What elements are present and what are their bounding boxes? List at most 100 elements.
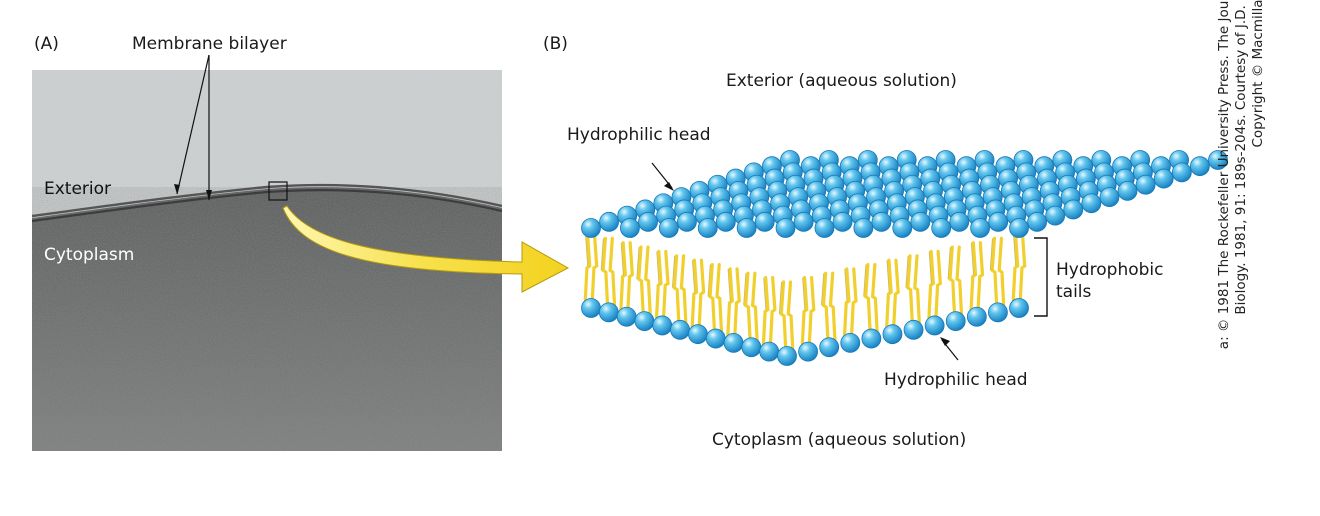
hydrophobic-tail bbox=[753, 307, 759, 341]
hydrophobic-tail bbox=[627, 241, 634, 279]
hydrophobic-tail bbox=[969, 277, 975, 311]
hydrophilic-head bbox=[819, 337, 840, 358]
hydrophobic-tail bbox=[849, 303, 855, 337]
hydrophilic-head bbox=[832, 211, 853, 232]
tail-shade bbox=[671, 255, 675, 288]
hydrophobic-tail bbox=[619, 277, 625, 311]
hydrophobic-tail bbox=[715, 262, 722, 301]
tail-shade bbox=[886, 260, 890, 293]
hydrophobic-tail bbox=[807, 312, 813, 346]
tail-shade bbox=[600, 238, 604, 271]
hydrophobic-tail bbox=[802, 276, 809, 314]
hydrophobic-tail bbox=[604, 272, 610, 306]
tails-bracket bbox=[1034, 237, 1048, 317]
hydrophilic-head bbox=[638, 211, 658, 232]
hydrophobic-tail bbox=[585, 232, 592, 270]
hydrophilic-head bbox=[988, 302, 1008, 323]
hydrophilic-head bbox=[777, 346, 797, 366]
hydrophobic-tail bbox=[955, 245, 962, 283]
hydrophobic-tail bbox=[647, 281, 652, 315]
hydrophilic-head bbox=[705, 328, 726, 349]
hydrophilic-head bbox=[924, 315, 945, 336]
hydrophobic-tail bbox=[978, 241, 985, 279]
hydrophobic-tail bbox=[637, 245, 644, 283]
top-heads-layer bbox=[581, 150, 1228, 238]
hydrophobic-tail bbox=[864, 262, 871, 301]
hydrophilic-head bbox=[945, 311, 966, 331]
hydrophobic-tail bbox=[727, 267, 734, 305]
hydrophobic-tail bbox=[751, 271, 758, 309]
exterior-aqueous-label: Exterior (aqueous solution) bbox=[726, 71, 957, 91]
hydrophilic-head bbox=[736, 218, 757, 238]
hydrophobic-tail bbox=[951, 281, 957, 315]
hydrophilic-head bbox=[840, 333, 861, 353]
hydrophilic-head bbox=[1190, 156, 1210, 177]
hydrophilic-head bbox=[599, 211, 619, 232]
hydrophilic-head bbox=[793, 211, 814, 232]
hydrophilic-head bbox=[871, 211, 892, 232]
hydrophobic-tail bbox=[779, 280, 786, 318]
callout-arrowhead-left bbox=[174, 184, 180, 194]
hydrophobic-tail bbox=[906, 254, 913, 292]
hydrophobic-tail bbox=[909, 290, 914, 324]
tail-shade bbox=[863, 264, 867, 297]
hydrophilic-head bbox=[1099, 187, 1120, 207]
head-bottom-pointer-tip bbox=[940, 337, 950, 346]
hydrophobic-tail bbox=[679, 254, 686, 292]
tail-shade bbox=[821, 273, 825, 306]
hydrophilic-head bbox=[581, 218, 601, 238]
hydrophobic-tail bbox=[626, 277, 632, 311]
hydrophilic-head bbox=[620, 218, 640, 238]
hydrophobic-tail bbox=[663, 249, 670, 288]
copyright-credit: a: © 1981 The Rockefeller University Pre… bbox=[1216, 0, 1267, 428]
hydrophobic-tail bbox=[1018, 268, 1024, 302]
hydrophobic-tail bbox=[916, 290, 921, 324]
hydrophilic-head bbox=[754, 211, 775, 232]
tail-shade bbox=[727, 268, 731, 301]
tails-layer bbox=[583, 232, 1027, 350]
hydrophobic-tail bbox=[851, 267, 858, 305]
hydrophobic-tail bbox=[913, 254, 920, 292]
hydrophobic-tail bbox=[726, 303, 731, 337]
cytoplasm-aqueous-label: Cytoplasm (aqueous solution) bbox=[712, 430, 967, 450]
hydrophobic-tail bbox=[800, 312, 806, 346]
hydrophobic-tail bbox=[824, 307, 830, 341]
hydrophobic-tail bbox=[844, 267, 851, 305]
hydrophilic-head bbox=[1009, 298, 1029, 318]
hydrophobic-tail bbox=[675, 290, 681, 324]
hydrophilic-head bbox=[966, 306, 987, 327]
hydrophilic-head bbox=[677, 211, 697, 232]
tails-label: tails bbox=[1056, 282, 1092, 302]
hydrophobic-tail bbox=[583, 268, 589, 302]
tail-shade bbox=[1013, 233, 1017, 267]
hydrophilic-head bbox=[861, 328, 882, 349]
panel-b-letter: (B) bbox=[543, 34, 568, 54]
hydrophilic-head bbox=[1027, 211, 1047, 232]
hydrophilic-head bbox=[931, 218, 952, 238]
hydrophilic-head bbox=[741, 337, 762, 358]
hydrophilic-head bbox=[634, 311, 655, 331]
hydrophobic-tail bbox=[885, 294, 890, 328]
hydrophilic-head bbox=[903, 319, 924, 340]
tail-shade bbox=[743, 273, 747, 306]
hydrophilic-head bbox=[1063, 199, 1084, 220]
hydrophilic-head bbox=[759, 341, 780, 362]
tail-shade bbox=[656, 251, 660, 284]
hydrophobic-tail bbox=[842, 303, 848, 337]
hydrophilic-head bbox=[1153, 168, 1174, 189]
hydrophobic-tail bbox=[935, 249, 942, 288]
hydrophilic-head bbox=[949, 211, 970, 232]
tail-shade bbox=[585, 233, 589, 267]
credit-line-2: Biology. 1981, 91: 189s-204s. Courtesy o… bbox=[1233, 0, 1249, 315]
tail-shade bbox=[692, 260, 696, 293]
hydrophilic-head bbox=[658, 218, 679, 238]
micrograph-exterior-label: Exterior bbox=[44, 179, 112, 199]
micrograph-membrane-inner bbox=[32, 189, 502, 223]
hydrophilic-head bbox=[1117, 181, 1138, 201]
hydrophobic-tail bbox=[866, 298, 872, 333]
hydrophilic-head bbox=[715, 211, 736, 232]
hydrophilic-head bbox=[581, 298, 601, 318]
hydrophobic-tail bbox=[711, 298, 717, 333]
tail-shade bbox=[802, 277, 806, 310]
